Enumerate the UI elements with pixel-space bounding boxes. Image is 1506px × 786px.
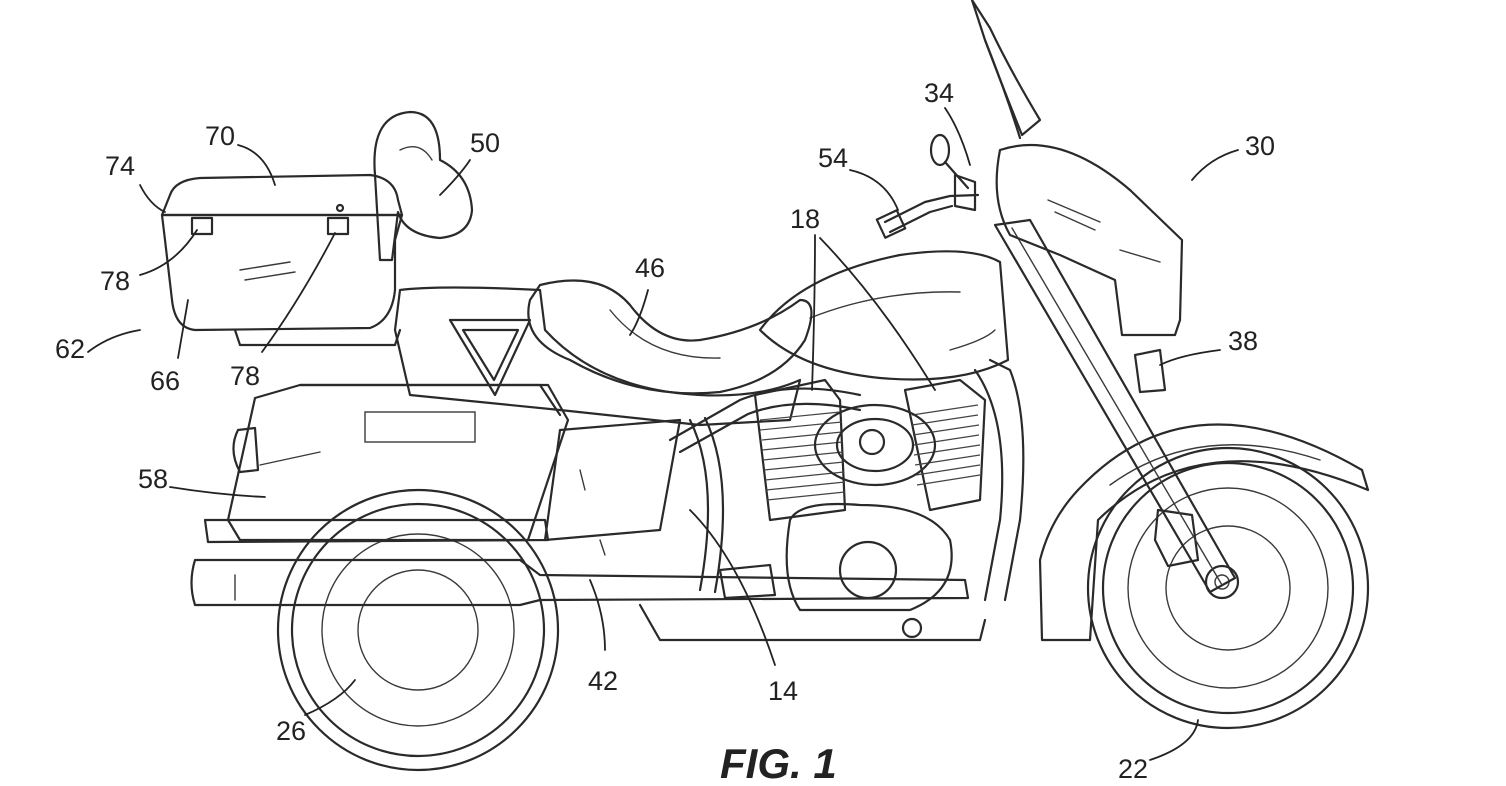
- numeral-78-left: 78: [100, 266, 130, 296]
- numeral-26: 26: [276, 716, 306, 746]
- engine: [720, 380, 985, 610]
- numeral-62: 62: [55, 334, 85, 364]
- numeral-54: 54: [818, 143, 848, 173]
- numeral-66: 66: [150, 366, 180, 396]
- numeral-34: 34: [924, 78, 954, 108]
- numeral-18: 18: [790, 204, 820, 234]
- numeral-74: 74: [105, 151, 135, 181]
- side-cover: [545, 420, 680, 555]
- numeral-78-right: 78: [230, 361, 260, 391]
- leader-lines: [88, 108, 1238, 760]
- rear-wheel: [278, 490, 558, 770]
- numeral-30: 30: [1245, 131, 1275, 161]
- numeral-38: 38: [1228, 326, 1258, 356]
- exhaust: [192, 560, 986, 640]
- numeral-50: 50: [470, 128, 500, 158]
- figure-caption: FIG. 1: [720, 740, 837, 786]
- numeral-70: 70: [205, 121, 235, 151]
- top-case: [162, 175, 402, 345]
- numeral-42: 42: [588, 666, 618, 696]
- front-wheel: [1040, 425, 1368, 728]
- numeral-14: 14: [768, 676, 798, 706]
- numeral-46: 46: [635, 253, 665, 283]
- handlebar: [877, 135, 978, 238]
- numeral-22: 22: [1118, 754, 1148, 784]
- numeral-58: 58: [138, 464, 168, 494]
- saddlebag: [205, 385, 568, 542]
- backrest: [374, 112, 472, 260]
- fairing: [972, 0, 1182, 392]
